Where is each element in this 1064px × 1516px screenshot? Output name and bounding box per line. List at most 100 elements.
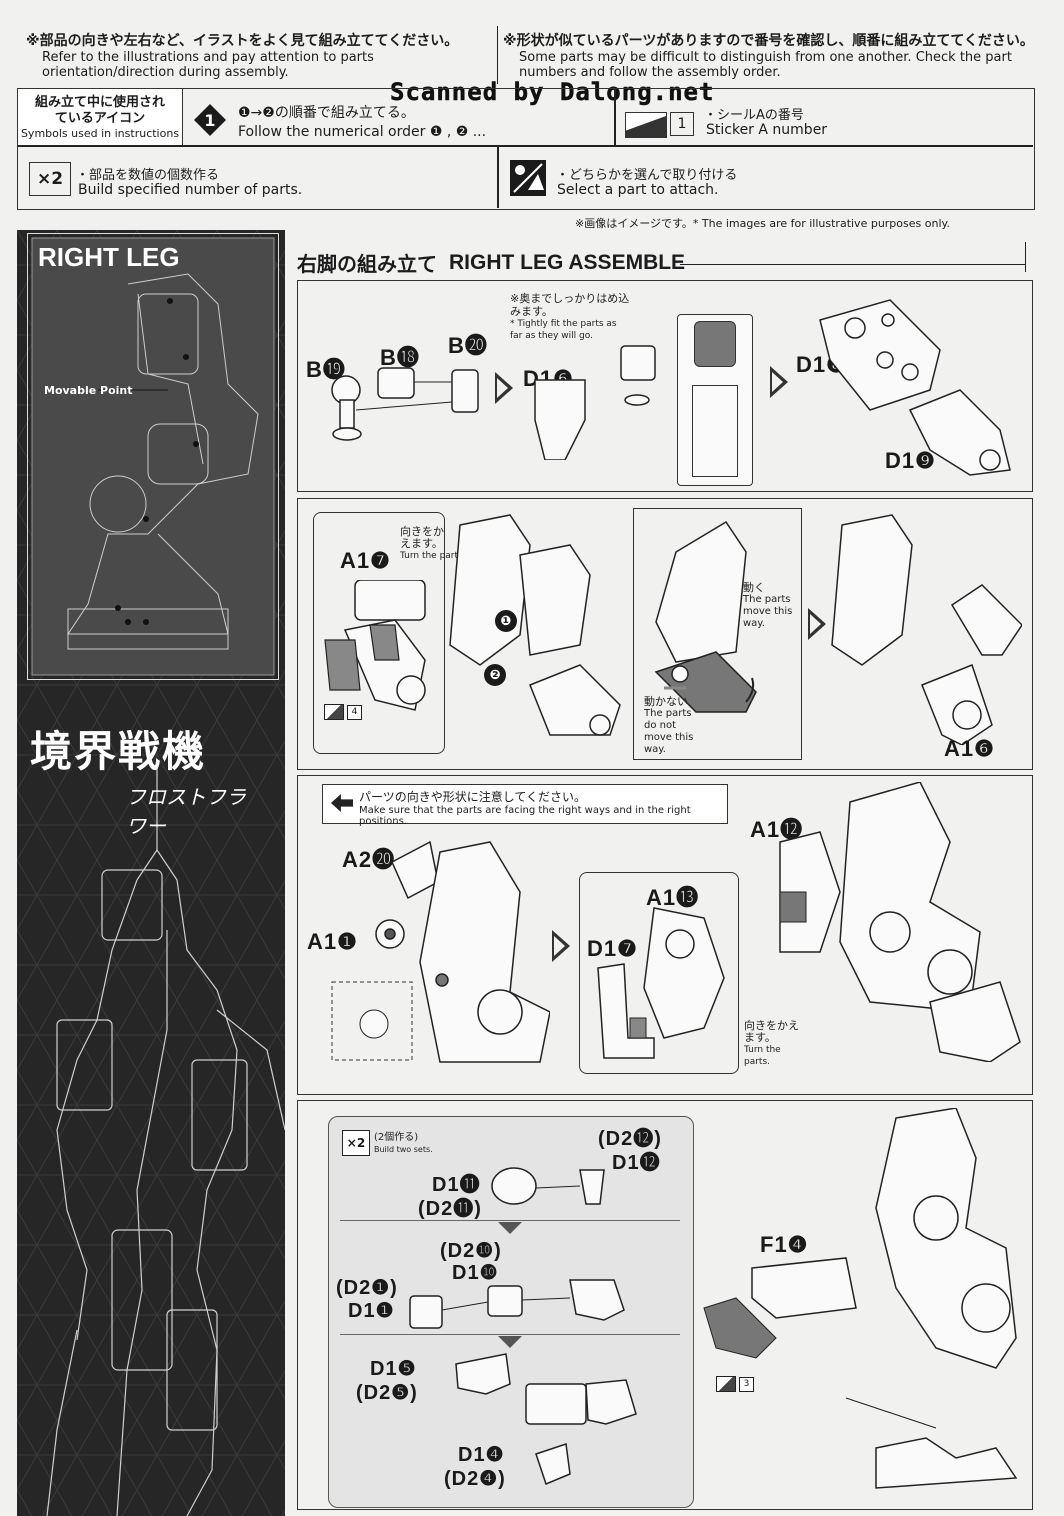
step3-next-arrow bbox=[552, 930, 570, 962]
select-icon bbox=[510, 160, 546, 196]
step2-box bbox=[297, 498, 1033, 770]
step1-next-arrow-2 bbox=[770, 366, 788, 398]
step2-a17: A1❼ bbox=[340, 548, 391, 573]
multiply-desc-en: Build specified number of parts. bbox=[78, 182, 303, 198]
step4-d14: D1❹ bbox=[458, 1444, 505, 1466]
symbols-title-jp: 組み立て中に使用されているアイコン bbox=[34, 95, 165, 126]
select-desc-en: Select a part to attach. bbox=[557, 182, 719, 198]
step1-d19: D1❾ bbox=[885, 448, 936, 473]
order-desc-en: Follow the numerical order ❶ , ❷ ... bbox=[238, 124, 487, 140]
step2-turn: 向きをかえます。 Turn the parts. bbox=[400, 526, 466, 562]
step1-parts-a bbox=[331, 367, 479, 441]
step1-b18: B⓲ bbox=[380, 345, 420, 370]
step4-sticker-num: 3 bbox=[739, 1376, 754, 1392]
step4-d24: (D2❹) bbox=[444, 1468, 506, 1490]
header-left-jp: ※部品の向きや左右など、イラストをよく見て組み立ててください。 bbox=[26, 33, 459, 49]
step3-parts-a bbox=[331, 840, 550, 1063]
step1-box bbox=[297, 280, 1033, 492]
step3-caution-en: Make sure that the parts are facing the … bbox=[359, 805, 691, 827]
mech-outline bbox=[46, 760, 285, 1516]
movable-point-label: Movable Point bbox=[44, 384, 133, 397]
section-title: 右脚の組み立て RIGHT LEG ASSEMBLE bbox=[297, 248, 685, 277]
symbols-bar bbox=[17, 88, 1035, 210]
multiply-icon: ×2 bbox=[29, 162, 71, 196]
header-right: ※形状が似ているパーツがありますので番号を確認し、順番に組み立ててください。 S… bbox=[503, 30, 1043, 80]
section-title-jp: 右脚の組み立て bbox=[297, 252, 437, 276]
section-title-rule-end bbox=[1025, 242, 1026, 272]
step4-down-1 bbox=[498, 1222, 522, 1234]
multiply-desc-jp: ・部品を数値の個数作る bbox=[76, 168, 220, 183]
step2-move-jp: 動く bbox=[743, 581, 765, 594]
step3-parts-c bbox=[779, 782, 1021, 1062]
symbols-divider-2 bbox=[497, 145, 499, 208]
step3-a220: A2⓴ bbox=[342, 847, 396, 872]
step2-sub-center bbox=[633, 508, 802, 760]
section-title-en: RIGHT LEG ASSEMBLE bbox=[449, 250, 686, 274]
step1-note-jp: ※奥までしっかりはめ込みます。 bbox=[510, 292, 630, 318]
step3-turn: 向きをかえます。 Turn the parts. bbox=[744, 1020, 804, 1068]
step2-sticker-icon bbox=[324, 704, 344, 720]
step2-nomove-en: The parts do not move this way. bbox=[644, 708, 694, 755]
step1-parts-c bbox=[819, 299, 1011, 476]
step3-sub-center bbox=[579, 872, 739, 1074]
step4-d25: (D2❺) bbox=[356, 1382, 418, 1404]
step2-turn-en: Turn the parts. bbox=[400, 551, 466, 561]
header-left: ※部品の向きや左右など、イラストをよく見て組み立ててください。 Refer to… bbox=[26, 30, 496, 80]
order-desc-jp: ❶→❷の順番で組み立てる。 bbox=[238, 105, 415, 121]
step3-parts-b bbox=[597, 907, 725, 1059]
sticker-desc-en: Sticker A number bbox=[706, 122, 828, 138]
symbols-divider-1 bbox=[614, 89, 616, 145]
step4-box bbox=[297, 1100, 1033, 1510]
sticker-desc-jp: ・シールAの番号 bbox=[704, 108, 804, 123]
step2-order-1-text: ❶ bbox=[500, 613, 512, 629]
right-leg-preview-art bbox=[31, 237, 275, 676]
step2-nomove-jp: 動かない bbox=[644, 695, 688, 708]
step1-next-arrow-1 bbox=[495, 372, 513, 404]
multiply-icon-text: ×2 bbox=[36, 169, 64, 189]
step2-sub-left bbox=[313, 512, 445, 754]
step4-row1-parts bbox=[491, 1167, 605, 1205]
header-divider bbox=[497, 26, 498, 84]
step4-f14: F1❹ bbox=[760, 1232, 809, 1257]
step4-multiply: ×2 bbox=[342, 1130, 370, 1156]
step1-cutaway bbox=[677, 314, 753, 486]
step4-sep-2 bbox=[340, 1334, 680, 1335]
step4-multiply-text: ×2 bbox=[346, 1136, 366, 1150]
header-left-en: Refer to the illustrations and pay atten… bbox=[42, 50, 374, 80]
step4-build-en: Build two sets. bbox=[374, 1145, 433, 1154]
step1-b20: B⓴ bbox=[448, 333, 488, 358]
step4-sticker: 3 bbox=[716, 1376, 754, 1392]
step4-d11: D1❶ bbox=[348, 1300, 395, 1322]
step2-next-arrow bbox=[808, 608, 826, 640]
step3-a112: A1⓬ bbox=[750, 817, 804, 842]
step4-d210: (D2❿) bbox=[440, 1240, 502, 1262]
symbols-title-en: Symbols used in instructions bbox=[20, 127, 180, 140]
sticker-symbol-icon bbox=[625, 112, 667, 138]
step2-nomove: 動かない The parts do not move this way. bbox=[644, 696, 704, 756]
step2-a16: A1❻ bbox=[944, 736, 995, 761]
step4-d110: D1❿ bbox=[452, 1262, 499, 1284]
step1-cutaway-shaft bbox=[692, 385, 738, 477]
step1-note: ※奥までしっかりはめ込みます。 * Tightly fit the parts … bbox=[510, 292, 630, 342]
step3-a113: A1⓭ bbox=[646, 885, 700, 910]
step2-order-2: ❷ bbox=[484, 664, 506, 686]
step1-parts-b bbox=[534, 345, 656, 460]
step2-parts-c bbox=[654, 520, 757, 713]
step2-move: 動く The parts move this way. bbox=[743, 582, 799, 630]
step4-build-jp: (2個作る) bbox=[374, 1132, 419, 1143]
step4-d21: (D2❶) bbox=[336, 1277, 398, 1299]
step2-order-2-text: ❷ bbox=[489, 667, 501, 683]
step4-sticker-icon bbox=[716, 1376, 736, 1392]
step3-box bbox=[297, 775, 1033, 1095]
header-right-jp: ※形状が似ているパーツがありますので番号を確認し、順番に組み立ててください。 bbox=[503, 33, 1034, 49]
step2-turn-jp: 向きをかえます。 bbox=[400, 525, 444, 550]
step2-parts-a bbox=[324, 580, 426, 711]
step2-parts-d bbox=[831, 514, 1022, 745]
step4-d212: (D2⓬) bbox=[598, 1128, 662, 1150]
step4-row2-parts bbox=[409, 1279, 625, 1329]
step1-cutaway-joint bbox=[694, 321, 736, 367]
step4-build: (2個作る) Build two sets. bbox=[374, 1132, 433, 1156]
step3-turn-en: Turn the parts. bbox=[744, 1045, 781, 1067]
disclaimer: ※画像はイメージです。* The images are for illustra… bbox=[575, 217, 950, 230]
step3-d17: D1❼ bbox=[587, 936, 638, 961]
